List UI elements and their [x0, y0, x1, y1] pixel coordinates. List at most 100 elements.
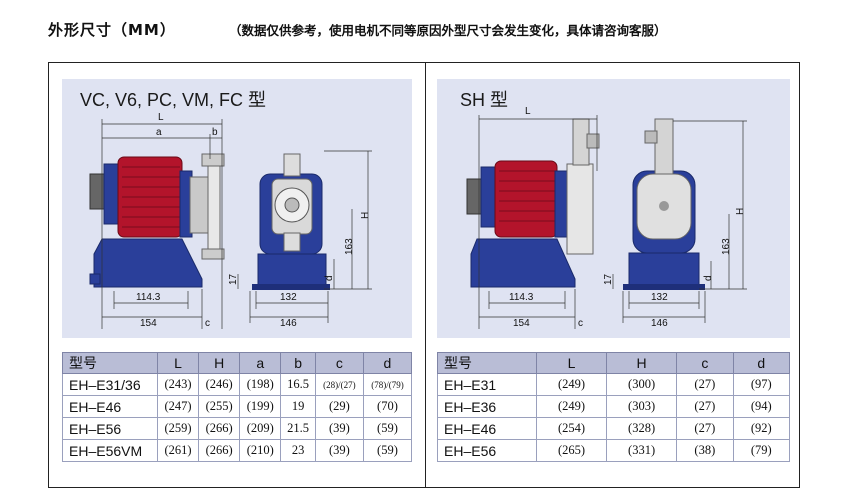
cell: EH–E31 [437, 373, 537, 396]
cell: 21.5 [280, 417, 316, 440]
cell: (27) [676, 417, 734, 440]
sh-dim-114-label: 114.3 [509, 292, 534, 303]
dim-132-label: 132 [280, 292, 297, 303]
col-model: 型号 [62, 352, 158, 374]
cell: EH–E56VM [62, 439, 158, 462]
left-pump-drawing: L a b 114.3 154 c 132 146 H 163 d 17 [89, 112, 372, 329]
cell: EH–E46 [437, 417, 537, 440]
cell: (27) [676, 395, 734, 418]
cell: (261) [156, 439, 200, 462]
sh-dim-163-label: 163 [721, 238, 732, 255]
dim-c-label: c [205, 318, 210, 329]
dim-114-label: 114.3 [136, 292, 161, 303]
cell: (27) [676, 373, 734, 396]
cell: EH–E36 [437, 395, 537, 418]
table-row: EH–E36 (249) (303) (27) (94) [437, 395, 791, 418]
sh-side-view-pump [466, 118, 600, 288]
table-row: EH–E56 (259) (266) (209) 21.5 (39) (59) [62, 417, 413, 440]
cell: EH–E56 [62, 417, 158, 440]
cell: (59) [362, 439, 413, 462]
table-row: EH–E31 (249) (300) (27) (97) [437, 373, 791, 396]
dim-L-label: L [158, 112, 164, 123]
cell: EH–E46 [62, 395, 158, 418]
cell: EH–E31/36 [62, 373, 158, 396]
frame-divider [425, 62, 426, 488]
col-L: L [156, 352, 200, 374]
sh-dim-c-label: c [578, 318, 583, 329]
dim-146-label: 146 [280, 318, 297, 329]
cell: (210) [239, 439, 282, 462]
sh-dim-H-label: H [735, 208, 746, 215]
col-b: b [280, 352, 316, 374]
col-H: H [606, 352, 678, 374]
table-row: EH–E56 (265) (331) (38) (79) [437, 439, 791, 462]
dim-163-label: 163 [344, 238, 355, 255]
sh-dim-154-label: 154 [513, 318, 530, 329]
cell: (38) [676, 439, 734, 462]
col-a: a [239, 352, 282, 374]
sh-dim-146-label: 146 [651, 318, 668, 329]
col-model: 型号 [437, 352, 537, 374]
cell: (249) [535, 395, 608, 418]
cell: (28)/(27) [314, 373, 364, 396]
left-spec-table: 型号 L H a b c d EH–E31/36 (243) (246) (19… [62, 352, 413, 462]
disclaimer-note: （数据仅供参考，使用电机不同等原因外型尺寸会发生变化，具体请咨询客服） [229, 23, 667, 38]
cell: (39) [314, 439, 364, 462]
dim-H-label: H [360, 212, 371, 219]
right-table-header-row: 型号 L H c d [437, 352, 791, 374]
cell: (246) [198, 373, 241, 396]
page-heading: 外形尺寸（MM） [48, 21, 176, 39]
cell: (97) [732, 373, 791, 396]
cell: (59) [362, 417, 413, 440]
cell: (198) [239, 373, 282, 396]
cell: (199) [239, 395, 282, 418]
cell: EH–E56 [437, 439, 537, 462]
cell: 16.5 [280, 373, 316, 396]
sh-front-view-pump [623, 118, 705, 290]
cell: (255) [198, 395, 241, 418]
dim-b-label: b [212, 127, 218, 138]
col-d: d [732, 352, 791, 374]
cell: (94) [732, 395, 791, 418]
cell: (92) [732, 417, 791, 440]
dim-17-label: 17 [228, 273, 239, 285]
drawing-frame [48, 62, 800, 488]
col-d: d [362, 352, 413, 374]
front-view-pump [252, 153, 330, 290]
col-L: L [535, 352, 608, 374]
sh-dim-d-label: d [703, 275, 714, 281]
sh-dim-L-label: L [525, 106, 531, 117]
cell: (331) [606, 439, 678, 462]
cell: (29) [314, 395, 364, 418]
table-row: EH–E31/36 (243) (246) (198) 16.5 (28)/(2… [62, 373, 413, 396]
right-pump-drawing: L 114.3 154 c 132 146 H 163 d 17 [466, 106, 747, 329]
cell: (266) [198, 439, 241, 462]
dim-a-label: a [156, 127, 162, 138]
side-view-pump [89, 153, 225, 288]
table-row: EH–E56VM (261) (266) (210) 23 (39) (59) [62, 439, 413, 462]
cell: (79) [732, 439, 791, 462]
cell: (303) [606, 395, 678, 418]
dim-154-label: 154 [140, 318, 157, 329]
left-table-header-row: 型号 L H a b c d [62, 352, 413, 374]
cell: (254) [535, 417, 608, 440]
table-row: EH–E46 (254) (328) (27) (92) [437, 417, 791, 440]
dim-d-label: d [324, 275, 335, 281]
cell: (249) [535, 373, 608, 396]
col-H: H [198, 352, 241, 374]
cell: (300) [606, 373, 678, 396]
cell: 23 [280, 439, 316, 462]
col-c: c [676, 352, 734, 374]
cell: 19 [280, 395, 316, 418]
cell: (78)/(79) [362, 373, 413, 396]
cell: (265) [535, 439, 608, 462]
left-panel-title: VC, V6, PC, VM, FC 型 [80, 90, 267, 110]
cell: (70) [362, 395, 413, 418]
sh-dim-132-label: 132 [651, 292, 668, 303]
col-c: c [314, 352, 364, 374]
cell: (209) [239, 417, 282, 440]
cell: (328) [606, 417, 678, 440]
cell: (243) [156, 373, 200, 396]
cell: (259) [156, 417, 200, 440]
cell: (39) [314, 417, 364, 440]
